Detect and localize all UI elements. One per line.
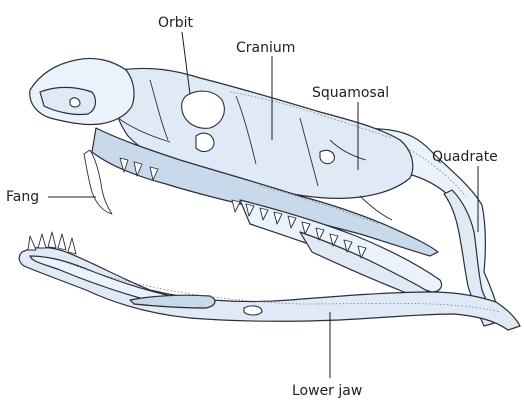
quadrate-label: Quadrate: [432, 149, 498, 165]
lower-jaw-bone: [19, 248, 520, 331]
foramen-3: [70, 98, 80, 107]
fang-label: Fang: [6, 189, 39, 205]
mandibular-foramen: [244, 306, 262, 315]
foramen-2: [320, 150, 334, 163]
lower-jaw-label: Lower jaw: [292, 383, 362, 399]
foramen-1: [196, 133, 214, 151]
squamosal-label: Squamosal: [312, 85, 389, 101]
orbit-label: Orbit: [158, 15, 194, 31]
lower-jaw-group: [19, 248, 520, 331]
cranium-label: Cranium: [236, 40, 295, 56]
